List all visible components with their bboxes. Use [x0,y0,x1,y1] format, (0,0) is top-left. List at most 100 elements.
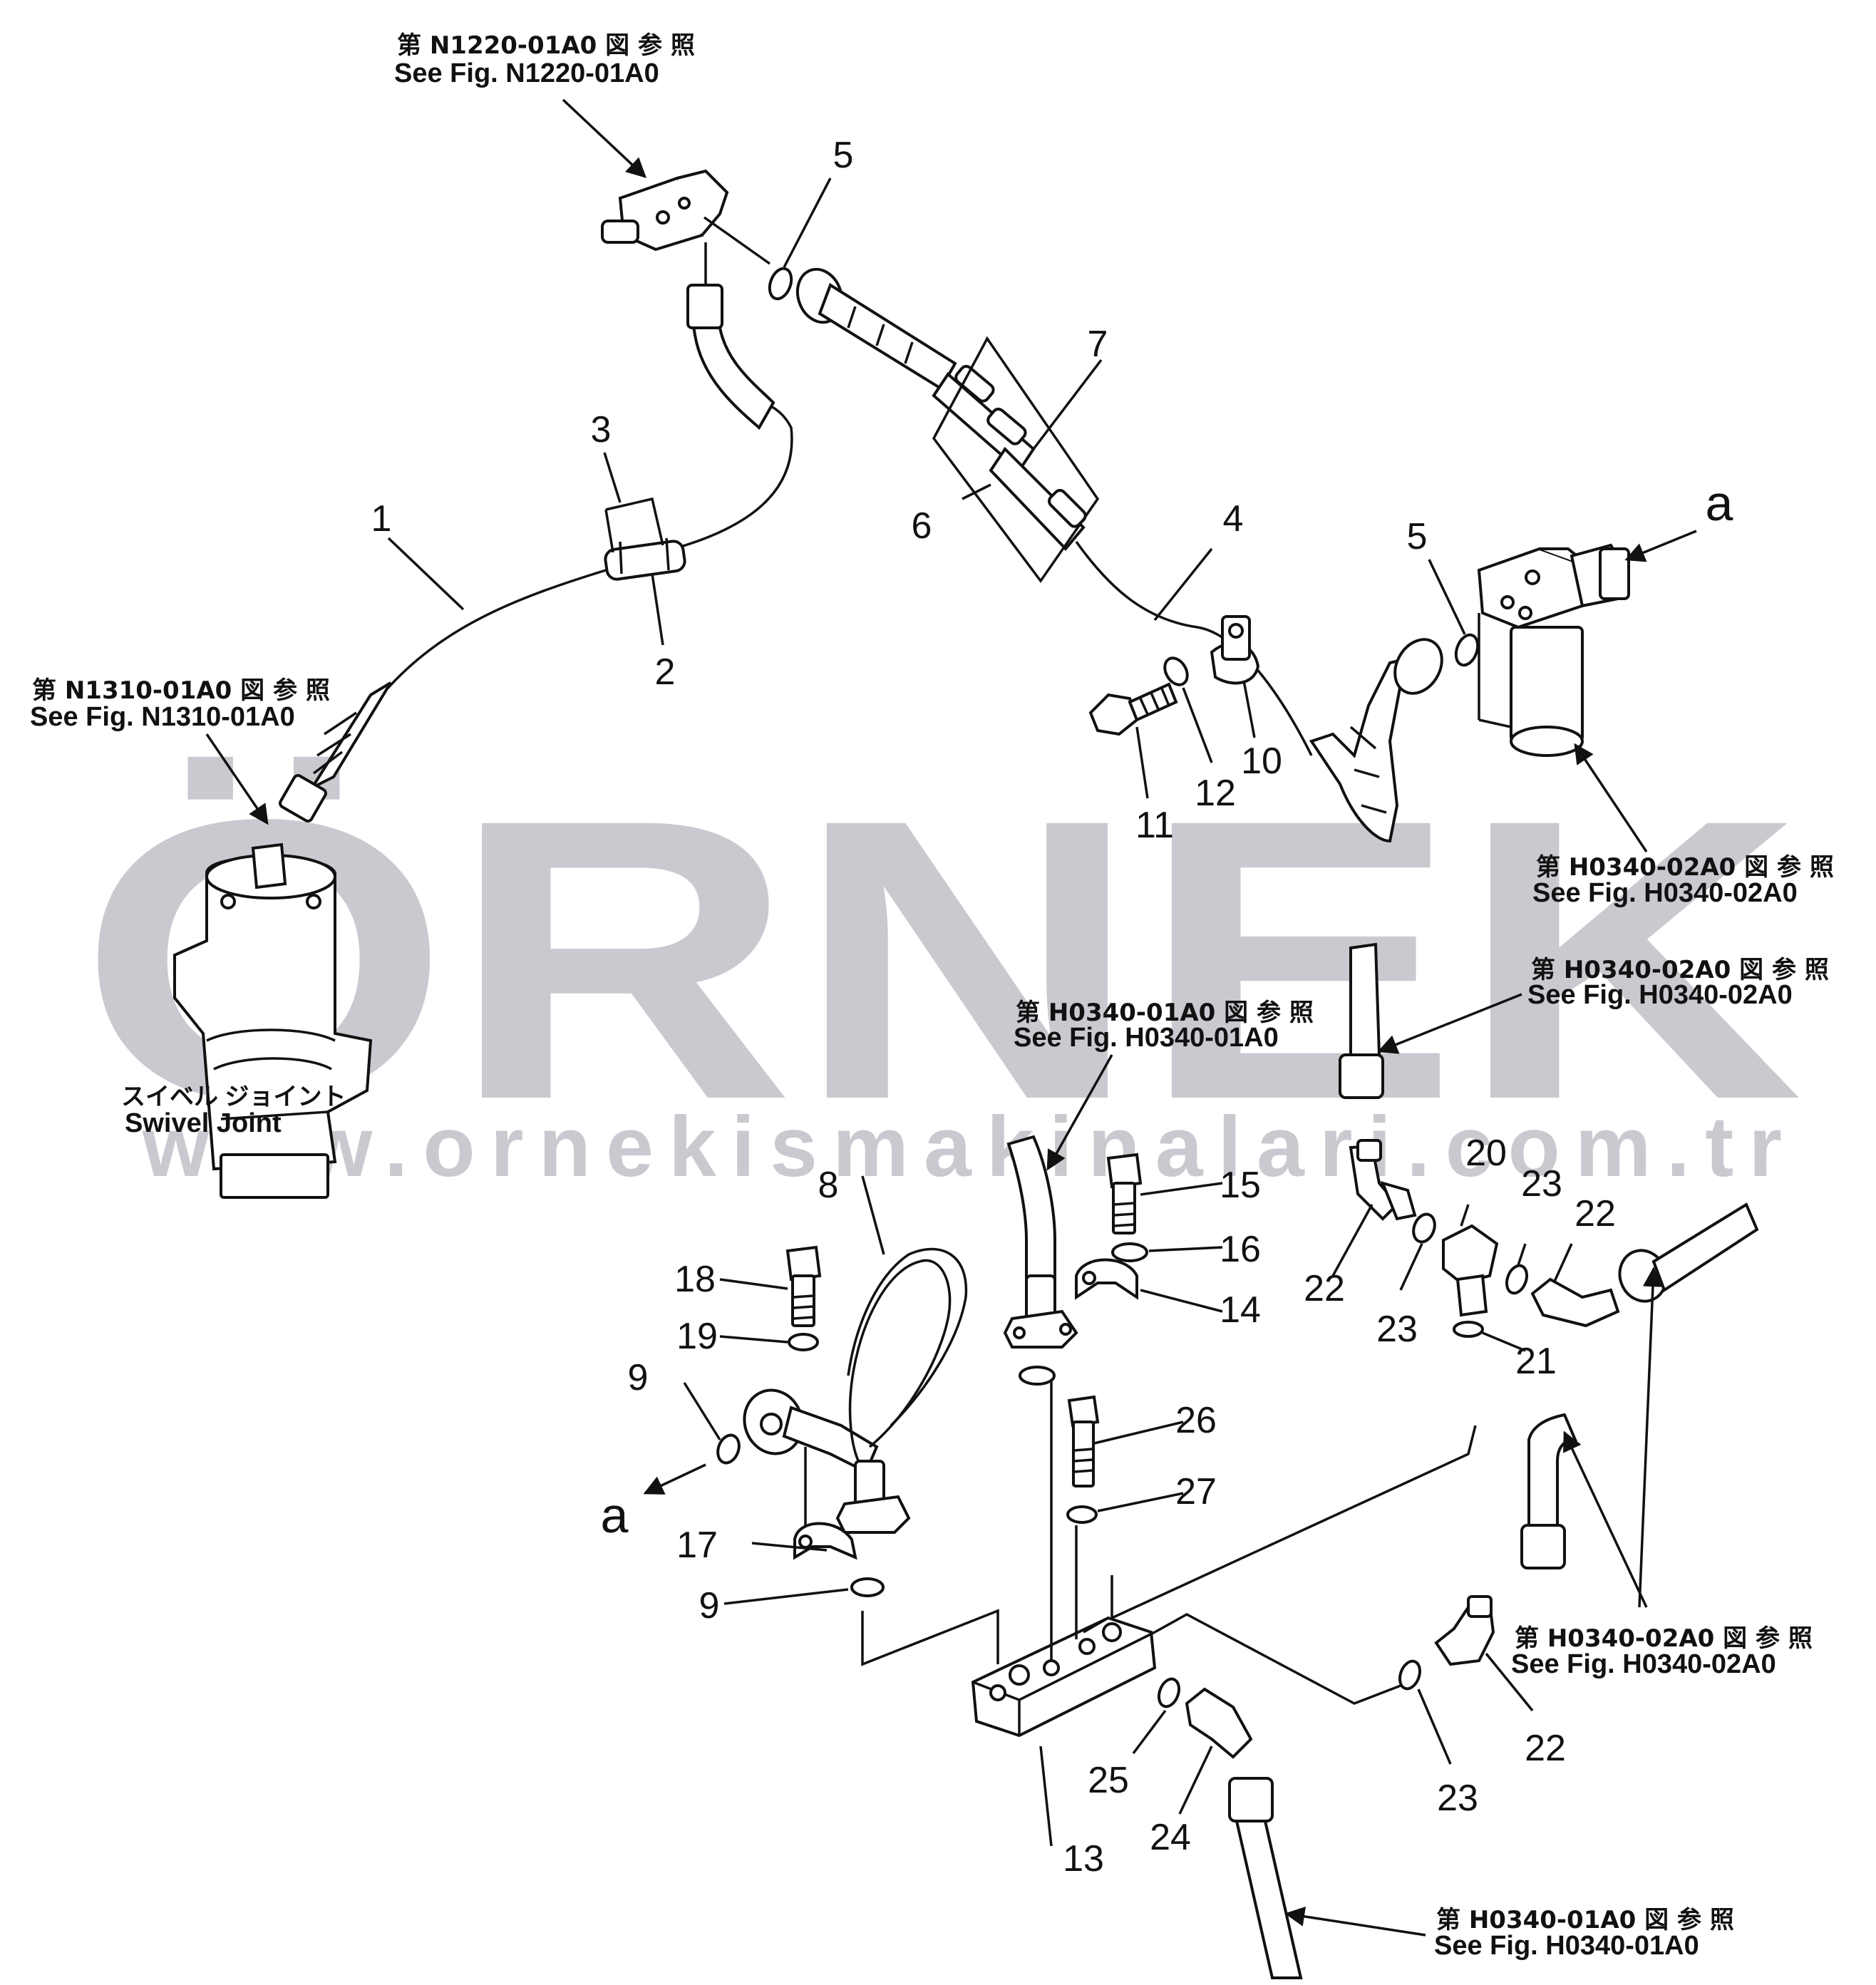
svg-text:Swivel Joint: Swivel Joint [125,1108,282,1138]
label-9-lower: 9 [699,1585,720,1626]
label-27: 27 [1175,1471,1217,1512]
bolt-18 [785,1245,822,1327]
label-5-filter: 5 [1407,516,1428,557]
reference-notes: 第 N1220-01A0 図 参 照 See Fig. N1220-01A0 第… [30,31,1834,1961]
reference-arrows [205,98,1697,1937]
label-26: 26 [1175,1400,1217,1441]
hose-4 [795,267,1443,843]
label-4: 4 [1223,498,1244,540]
label-10: 10 [1241,741,1282,782]
washer-27 [1066,1505,1098,1524]
svg-text:第 H0340-01A0 図 参 照: 第 H0340-01A0 図 参 照 [1436,1906,1734,1934]
label-1: 1 [371,498,392,540]
bolt-26 [1067,1395,1100,1488]
leader-lines [387,177,1573,1847]
o-ring-9-lower [850,1577,885,1597]
filter-assembly [1477,543,1630,757]
label-12: 12 [1195,773,1236,814]
ref-h0340-02a0-lower-right: 第 H0340-02A0 図 参 照 See Fig. H0340-02A0 [1511,1624,1813,1679]
label-25: 25 [1088,1760,1129,1801]
svg-text:See Fig. N1310-01A0: See Fig. N1310-01A0 [30,702,295,732]
ref-h0340-01a0-bottom: 第 H0340-01A0 図 参 照 See Fig. H0340-01A0 [1434,1906,1734,1961]
washer-12 [1163,656,1189,686]
o-ring-23-b [1505,1264,1529,1295]
label-23-b: 23 [1521,1163,1562,1205]
swivel-joint [173,842,373,1199]
swivel-joint-label: スイベル ジョイント Swivel Joint [121,1083,346,1138]
label-15: 15 [1220,1165,1261,1206]
label-3: 3 [591,409,612,450]
bracket-6-7 [932,336,1100,583]
label-18: 18 [674,1259,716,1300]
clamp-2-3 [604,497,686,581]
label-24: 24 [1150,1817,1191,1858]
bolt-15 [1106,1153,1143,1234]
elbow-24 [1185,1687,1253,1759]
ref-h0340-02a0-filter: 第 H0340-02A0 図 参 照 See Fig. H0340-02A0 [1532,853,1834,908]
clamp-14 [1075,1258,1138,1300]
svg-text:See Fig. H0340-01A0: See Fig. H0340-01A0 [1014,1023,1279,1053]
svg-text:See Fig. H0340-02A0: See Fig. H0340-02A0 [1511,1649,1776,1679]
label-17: 17 [676,1525,718,1566]
label-21: 21 [1515,1341,1557,1382]
label-16: 16 [1220,1229,1261,1270]
ref-n1220: 第 N1220-01A0 図 参 照 See Fig. N1220-01A0 [394,31,695,88]
svg-text:第 H0340-01A0 図 参 照: 第 H0340-01A0 図 参 照 [1016,999,1314,1027]
washer-16 [1111,1242,1148,1262]
o-ring-5-filter [1454,633,1480,667]
label-14: 14 [1220,1289,1261,1331]
ref-h0340-01a0-center: 第 H0340-01A0 図 参 照 See Fig. H0340-01A0 [1014,999,1314,1053]
label-19: 19 [676,1316,718,1357]
svg-text:See Fig. H0340-01A0: See Fig. H0340-01A0 [1434,1931,1699,1961]
svg-text:第 H0340-02A0 図 参 照: 第 H0340-02A0 図 参 照 [1531,956,1829,984]
label-7: 7 [1088,324,1108,365]
label-20: 20 [1465,1133,1507,1174]
label-23-a: 23 [1376,1309,1418,1350]
svg-text:See Fig. H0340-02A0: See Fig. H0340-02A0 [1527,980,1793,1010]
svg-text:スイベル ジョイント: スイベル ジョイント [121,1083,346,1110]
marker-a-left: a [601,1488,629,1543]
ref-n1310: 第 N1310-01A0 図 参 照 See Fig. N1310-01A0 [30,676,330,732]
marker-a-top: a [1706,475,1733,531]
manifold-block-13 [861,1376,1477,1738]
hose-center [1003,1135,1078,1386]
o-ring-23-c [1398,1659,1422,1691]
label-23-c: 23 [1437,1778,1478,1819]
svg-text:See Fig. N1220-01A0: See Fig. N1220-01A0 [394,58,659,88]
hose-8 [743,1247,968,1534]
label-6: 6 [912,505,932,547]
clamp-17 [793,1522,857,1560]
o-ring-5-top [768,267,793,301]
o-ring-25 [1157,1677,1181,1708]
hose-1 [279,284,793,823]
label-5-top: 5 [833,135,854,176]
label-13: 13 [1063,1838,1104,1880]
hose-bottom [1228,1777,1303,1979]
label-9-upper: 9 [628,1357,649,1398]
hose-right-long [1618,1202,1759,1303]
valve-block-top [601,169,771,285]
label-8: 8 [818,1165,839,1206]
o-ring-21 [1453,1321,1484,1338]
part-numbers: 1 2 3 4 5 5 6 7 8 9 9 10 11 12 13 14 15 … [371,135,1616,1880]
washer-19 [788,1333,819,1351]
bolt-11 [1088,682,1178,736]
label-22-left: 22 [1304,1268,1345,1309]
elbow-22-right [1530,1277,1620,1328]
label-22-right: 22 [1574,1193,1616,1234]
label-11: 11 [1135,805,1174,846]
o-ring-23-a [1412,1212,1436,1244]
adapter-20 [1442,1224,1499,1317]
elbow-22-lower [1434,1595,1495,1666]
label-2: 2 [655,651,676,693]
o-ring-9-upper [716,1433,741,1465]
svg-text:第 H0340-02A0 図 参 照: 第 H0340-02A0 図 参 照 [1515,1624,1813,1653]
ref-h0340-02a0-upper-right: 第 H0340-02A0 図 参 照 See Fig. H0340-02A0 [1527,956,1829,1010]
hose-right-upper [1339,942,1384,1099]
svg-text:See Fig. H0340-02A0: See Fig. H0340-02A0 [1532,878,1798,908]
svg-text:第 N1310-01A0 図 参 照: 第 N1310-01A0 図 参 照 [32,676,330,705]
clamp-10 [1210,615,1260,685]
watermark-logo: ÖRNEK [78,736,1803,1182]
watermark: ÖRNEK www.ornekismakinalari.com.tr [78,736,1803,1195]
